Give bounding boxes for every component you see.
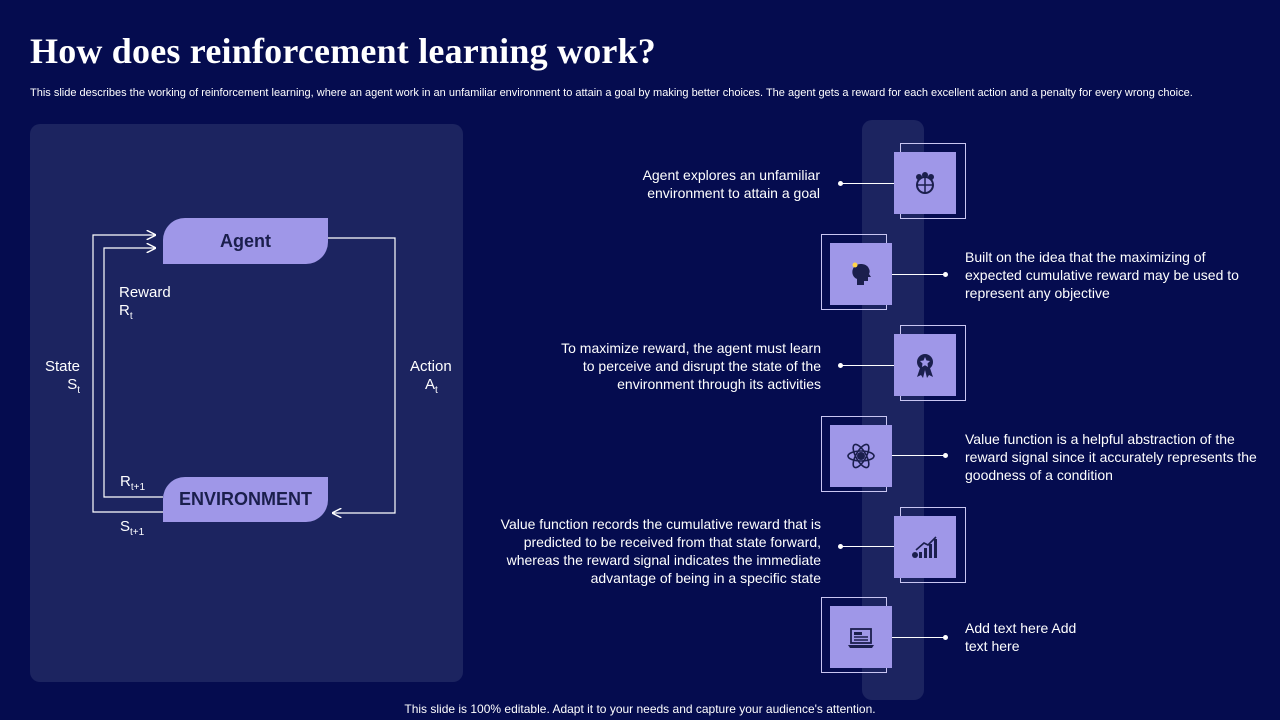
step-3-connector [841,365,894,366]
step-1-dot [838,181,843,186]
step-2-text: Built on the idea that the maximizing of… [965,249,1239,301]
award-badge-icon [894,334,956,396]
head-idea-icon [830,243,892,305]
step-5-connector [841,546,894,547]
page-subtitle: This slide describes the working of rein… [30,87,1193,99]
step-4-dot [943,453,948,458]
step-6-text: Add text here Add text here [965,620,1077,654]
step-1-connector [841,183,894,184]
timeline-spine [862,120,924,700]
step-5-text: Value function records the cumulative re… [500,516,821,586]
next-reward-label: Rt+1 [120,473,146,493]
action-label: Action At [410,358,452,396]
page-title: How does reinforcement learning work? [30,31,656,71]
step-5-dot [838,544,843,549]
diagram-panel [30,124,463,682]
step-4-text: Value function is a helpful abstraction … [965,431,1257,483]
step-3-text: To maximize reward, the agent must learn… [561,340,821,392]
step-3-dot [838,363,843,368]
step-6-dot [943,635,948,640]
atom-person-icon [830,425,892,487]
team-globe-icon [894,152,956,214]
step-6-connector [892,637,946,638]
state-label: State St [44,358,80,396]
step-4-connector [892,455,946,456]
step-1-text: Agent explores an unfamiliar environment… [642,167,820,201]
footer-note: This slide is 100% editable. Adapt it to… [404,702,876,716]
news-laptop-icon [830,606,892,668]
growth-chart-icon [894,516,956,578]
next-state-label: St+1 [120,518,145,538]
step-2-dot [943,272,948,277]
environment-box: ENVIRONMENT [163,477,328,522]
reward-label: Reward Rt [119,284,171,322]
step-2-connector [892,274,946,275]
agent-box: Agent [163,218,328,264]
